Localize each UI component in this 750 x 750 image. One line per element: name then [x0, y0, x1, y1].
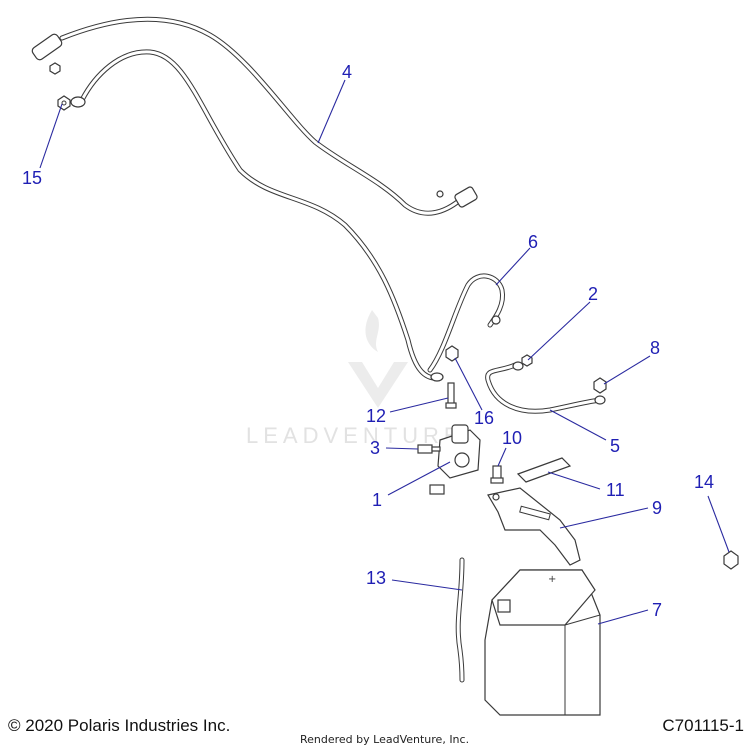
part-12-bolt[interactable] [445, 382, 457, 409]
copyright-text: © 2020 Polaris Industries Inc. [8, 716, 231, 735]
part-4-battery-cable[interactable] [31, 16, 478, 216]
callout-8: 8 [650, 338, 660, 358]
part-1-solenoid[interactable] [437, 424, 481, 479]
rendered-by-text: Rendered by LeadVenture, Inc. [300, 733, 470, 746]
part-14-nut[interactable] [723, 550, 739, 570]
callout-13: 13 [366, 568, 386, 588]
ground-cable[interactable] [70, 49, 444, 382]
callout-6: 6 [528, 232, 538, 252]
callout-5: 5 [610, 436, 620, 456]
callout-12: 12 [366, 406, 386, 426]
part-11-strap[interactable] [516, 457, 572, 483]
callout-15: 15 [22, 168, 42, 188]
callout-14: 14 [694, 472, 714, 492]
callout-16: 16 [474, 408, 494, 428]
callout-9: 9 [652, 498, 662, 518]
callout-10: 10 [502, 428, 522, 448]
part-9-bracket[interactable] [487, 487, 581, 566]
callout-2: 2 [588, 284, 598, 304]
callout-4: 4 [342, 62, 352, 82]
part-16-nut[interactable] [445, 345, 459, 362]
part-8-nut[interactable] [593, 377, 607, 394]
part-7-battery[interactable]: + [484, 569, 601, 716]
watermark-text: LEADVENTURE [246, 423, 464, 448]
part-13-vent-tube[interactable] [455, 557, 465, 683]
part-15-nut[interactable] [57, 95, 71, 111]
part-15-nut-2[interactable] [49, 62, 61, 75]
callout-7: 7 [652, 600, 662, 620]
callout-11: 11 [606, 480, 625, 500]
part-6-cable[interactable] [427, 273, 506, 373]
part-5-cable[interactable] [485, 361, 606, 414]
svg-text:+: + [548, 574, 556, 585]
part-2-nut[interactable] [521, 354, 533, 367]
diagram-code: C701115-1 [662, 716, 744, 735]
callout-labels: 4 15 6 2 8 5 12 16 3 10 1 11 9 14 13 7 [22, 62, 714, 620]
solenoid-bolt-lower[interactable] [429, 484, 445, 495]
leader-lines [39, 79, 730, 625]
callout-3: 3 [370, 438, 380, 458]
callout-1: 1 [372, 490, 382, 510]
leadventure-watermark: LEADVENTURE [246, 310, 464, 448]
part-10-bolt[interactable] [490, 465, 504, 484]
